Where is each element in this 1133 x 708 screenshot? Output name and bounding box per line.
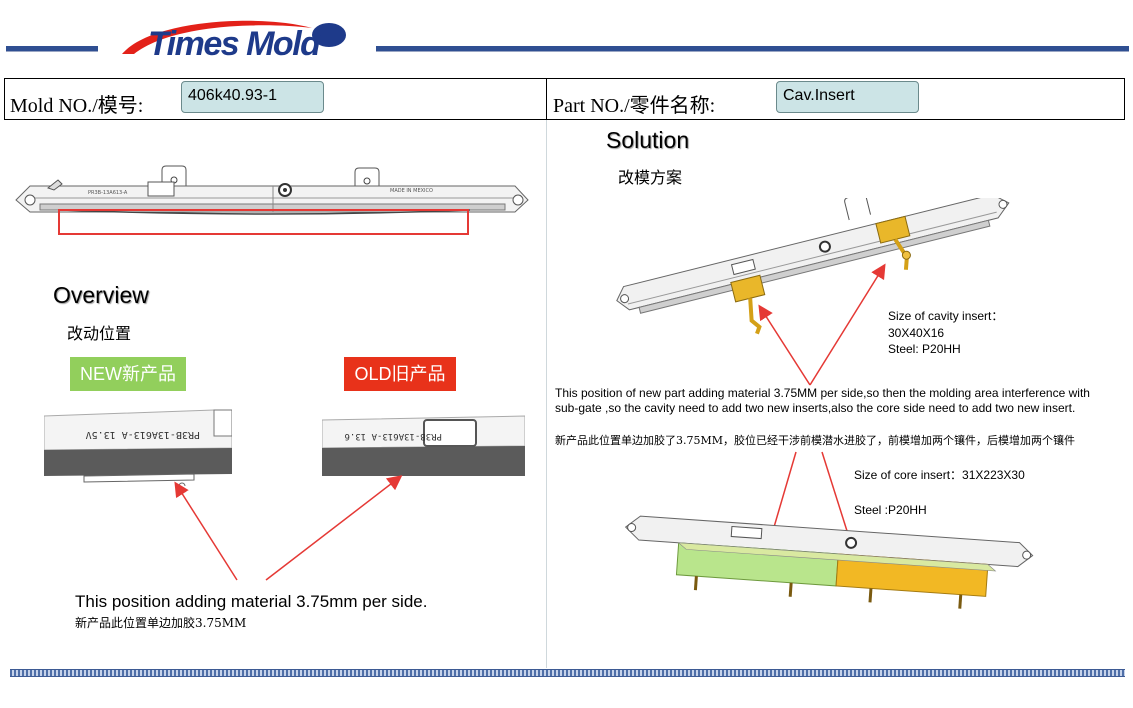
core-insert-steel: Steel :P20HH [854, 503, 927, 517]
header-rule-left [6, 46, 98, 52]
solution-title: Solution [606, 127, 690, 153]
svg-text:PR3B-13A613-A 13.5V: PR3B-13A613-A 13.5V [86, 429, 200, 440]
footer-rule [10, 669, 1125, 677]
old-product-tag: OLD旧产品 [344, 357, 456, 391]
cavity-insert-image [616, 198, 1010, 335]
info-table [4, 78, 1125, 120]
new-part-detail-image: PR3B-13A613-A 13.5V [44, 408, 232, 486]
cavity-insert-steel: Steel: P20HH [888, 342, 961, 356]
logo-text: Times Mold [148, 25, 321, 63]
column-divider [546, 120, 547, 668]
header-rule-right [376, 46, 1129, 52]
overview-title: Overview [53, 282, 149, 308]
new-product-tag: NEW新产品 [70, 357, 186, 391]
logo-swoosh [122, 20, 346, 54]
svg-text:PR3B-13A613-A: PR3B-13A613-A [88, 190, 128, 196]
old-part-detail-image: PR3B-13A613-A 13.6 [322, 414, 525, 478]
svg-text:PR3B-13A613-A 13.6: PR3B-13A613-A 13.6 [344, 431, 442, 441]
cavity-insert-size-label: Size of cavity insert： [888, 309, 1004, 323]
svg-text:MADE IN MEXICO: MADE IN MEXICO [390, 188, 433, 194]
core-insert-size-label: Size of core insert：31X223X30 [854, 468, 1025, 482]
overview-note-cn: 新产品此位置单边加胶3.75MM [75, 616, 247, 630]
solution-subtitle: 改模方案 [618, 168, 683, 187]
overview-subtitle: 改动位置 [67, 324, 132, 343]
part-no-label: Part NO./零件名称: [553, 95, 716, 117]
solution-description-cn: 新产品此位置单边加胶了3.75MM，胶位已经干涉前模潜水进胶了，前模增加两个镶件… [555, 434, 1076, 447]
part-no-field: Cav.Insert [776, 81, 919, 113]
part-overview-image: PR3B-13A613-A MADE IN MEXICO [15, 165, 529, 235]
mold-no-label: Mold NO./模号: [10, 95, 144, 117]
mold-no-field: 406k40.93-1 [181, 81, 324, 113]
cavity-insert-dims: 30X40X16 [888, 326, 945, 340]
overview-note-en: This position adding material 3.75mm per… [75, 592, 428, 611]
info-table-divider [546, 78, 547, 120]
solution-description-en: This position of new part adding materia… [555, 386, 1090, 415]
core-insert-image [624, 515, 1034, 609]
